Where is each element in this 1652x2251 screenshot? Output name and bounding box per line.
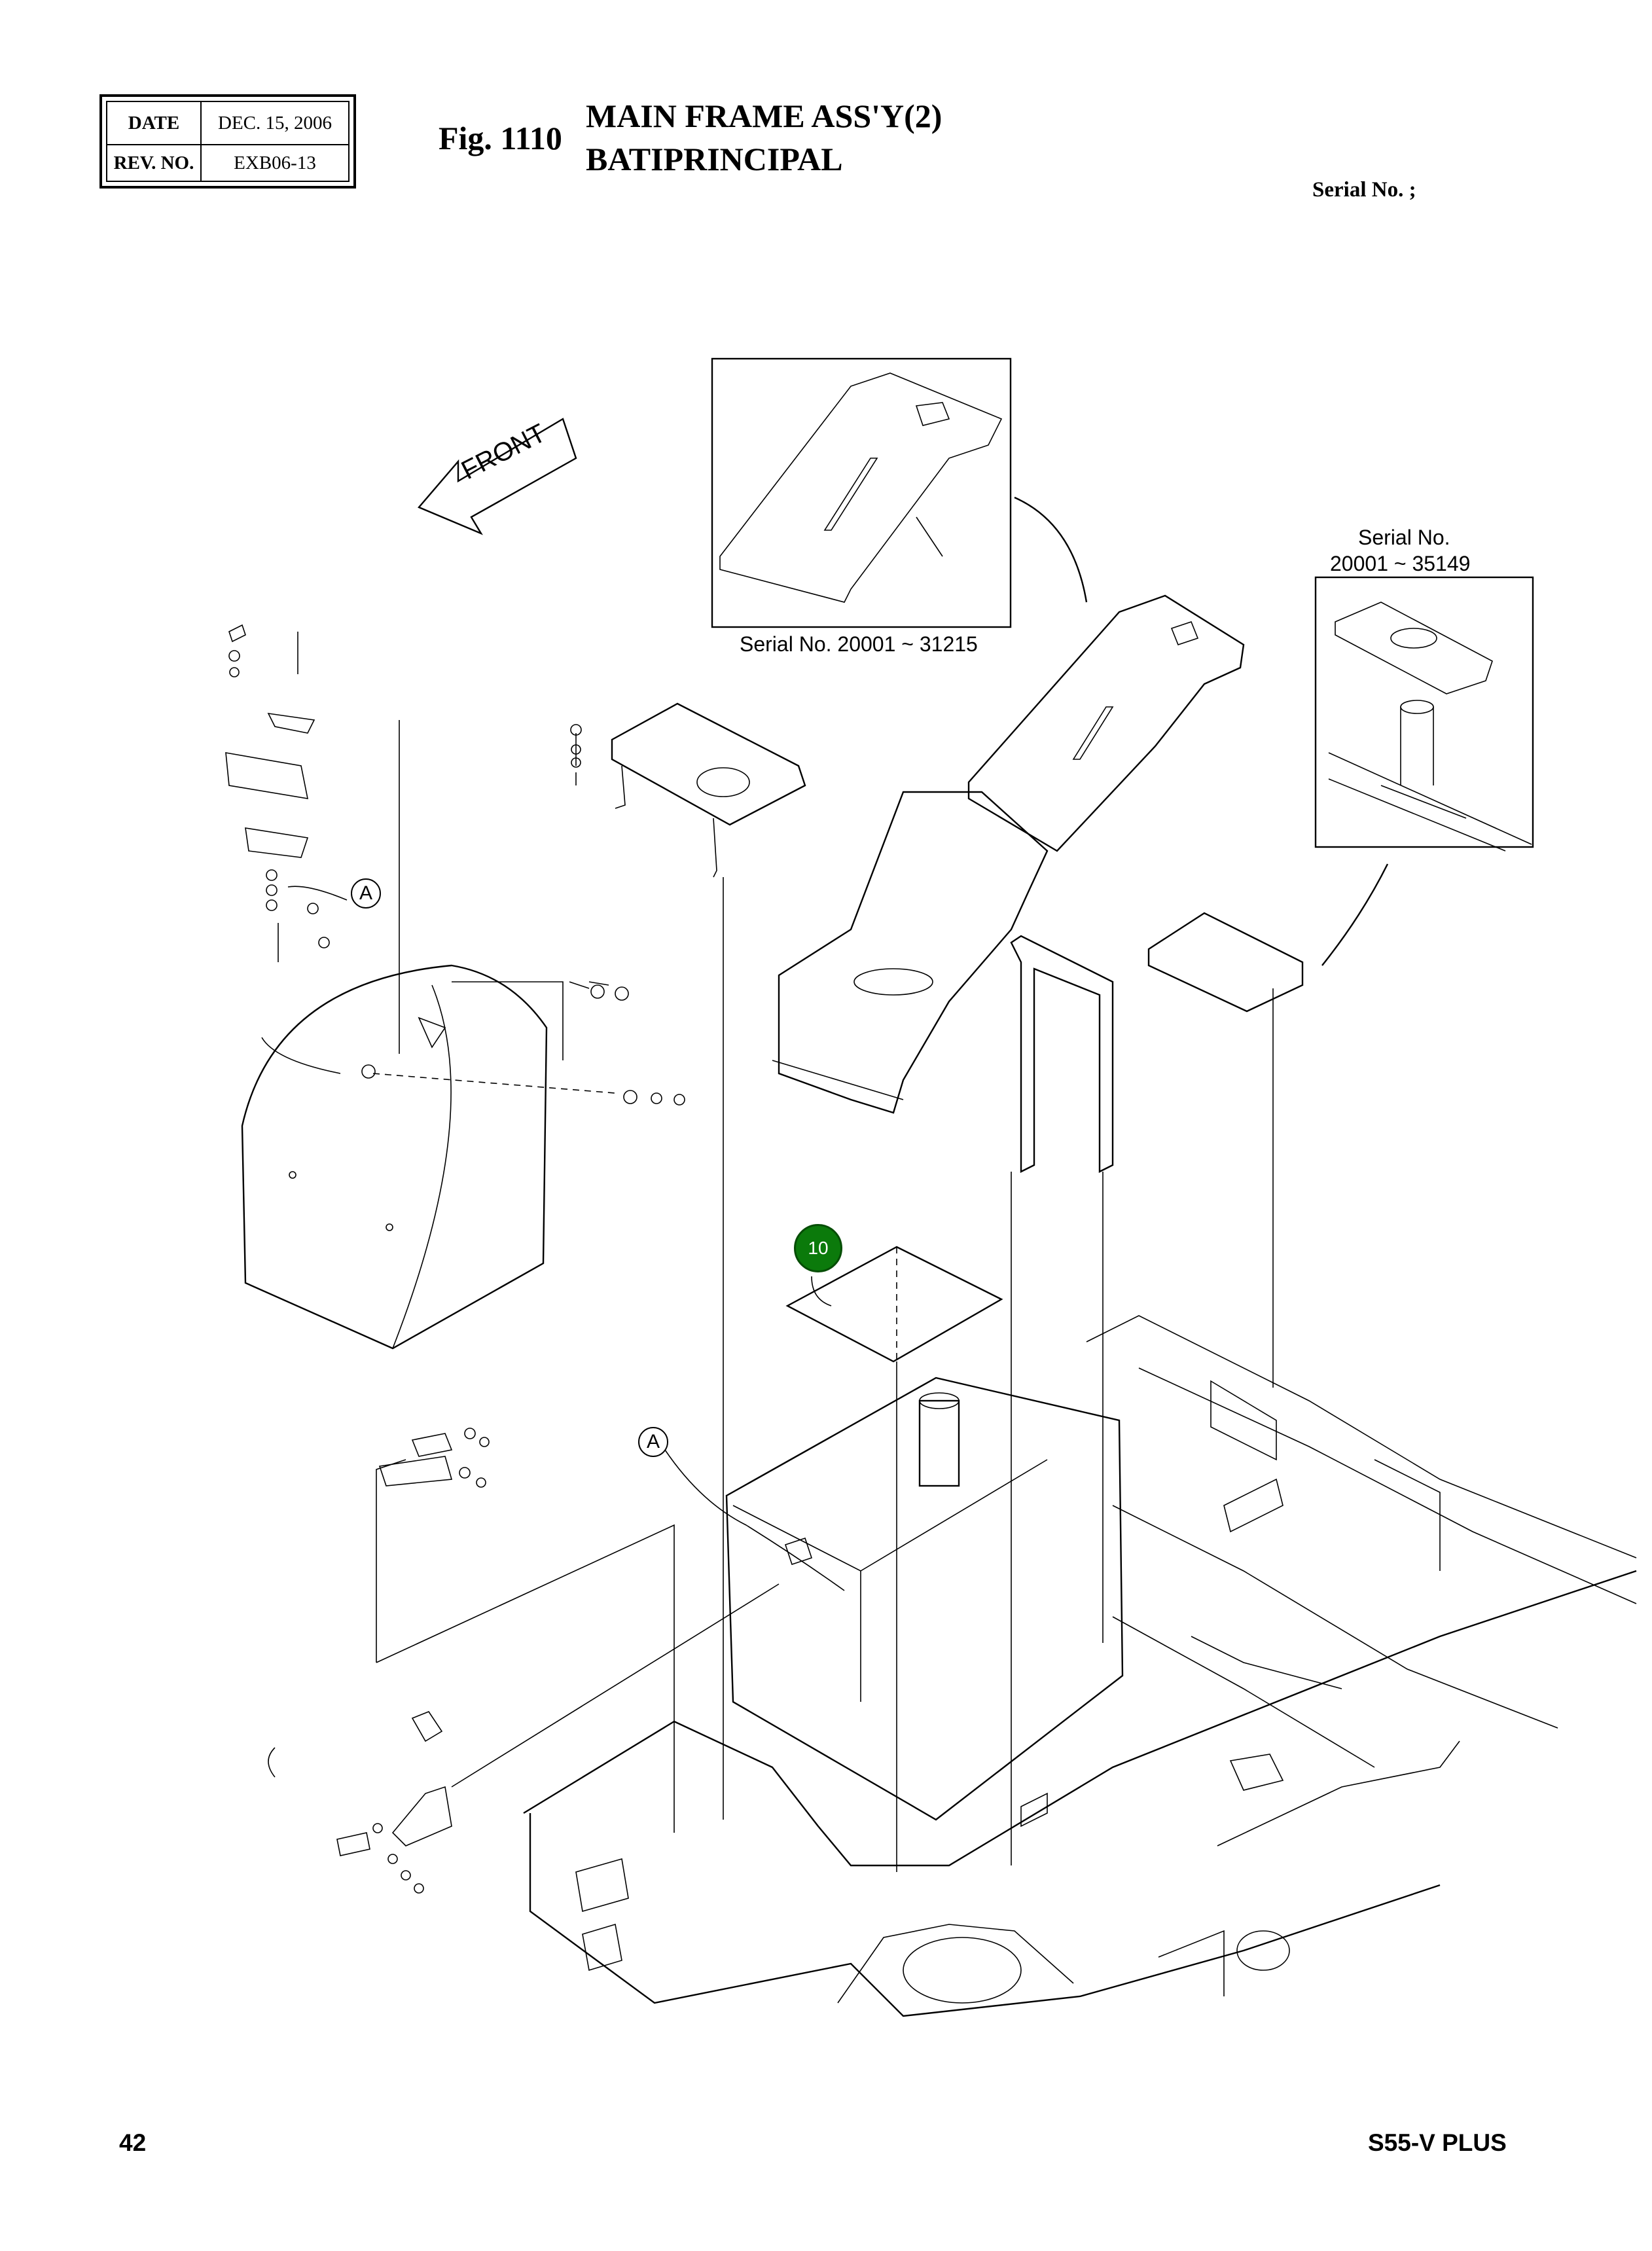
rev-label: REV. NO. [113,152,194,173]
reference-a-upper: A [351,878,381,909]
title-french: BATIPRINCIPAL [586,141,843,177]
leader-dashed-1 [372,1073,616,1094]
revision-table: DATE DEC. 15, 2006 REV. NO. EXB06-13 [99,94,356,189]
page-number: 42 [119,2129,147,2156]
upper-tray [570,702,806,878]
left-cover-panel [241,964,548,1350]
inset-pointer-top [1014,496,1088,603]
right-small-bracket [1147,912,1304,1013]
upper-right-cover [967,594,1245,852]
model-name: S55-V PLUS [1368,2129,1507,2156]
front-arrow [418,418,577,535]
inset-top-cover [711,357,1012,628]
inset-right-bracket [1314,576,1534,852]
inset-right-serial-line1: Serial No. [1358,526,1450,549]
latch-assembly [225,624,348,962]
date-label: DATE [128,112,180,134]
vertical-bracket [1010,935,1114,1173]
inset-pointer-right [1321,863,1389,966]
table-divider-h [107,144,348,145]
plate-part-10 [785,1246,1003,1363]
inset-top-serial: Serial No. 20001 ~ 31215 [740,632,978,656]
part-callout-10[interactable]: 10 [794,1224,842,1272]
figure-number: Fig. 1110 [439,120,562,156]
table-divider-v [200,102,202,181]
date-value: DEC. 15, 2006 [218,112,332,134]
serial-number-label: Serial No. ; [1312,178,1416,202]
leader-line-3 [569,981,609,989]
center-cover [772,791,1049,1114]
fuel-tank [654,1377,1124,1821]
lower-bracket-cluster [268,1583,780,1894]
reference-a-lower: A [638,1427,668,1457]
hinge-brackets [376,1428,675,1833]
inset-right-serial-line2: 20001 ~ 35149 [1330,552,1471,575]
leader-line-2 [452,981,564,1060]
rev-value: EXB06-13 [234,152,316,173]
title-english: MAIN FRAME ASS'Y(2) [586,98,943,134]
main-frame-chassis [523,1315,1637,2017]
revision-table-inner: DATE DEC. 15, 2006 REV. NO. EXB06-13 [106,101,350,182]
